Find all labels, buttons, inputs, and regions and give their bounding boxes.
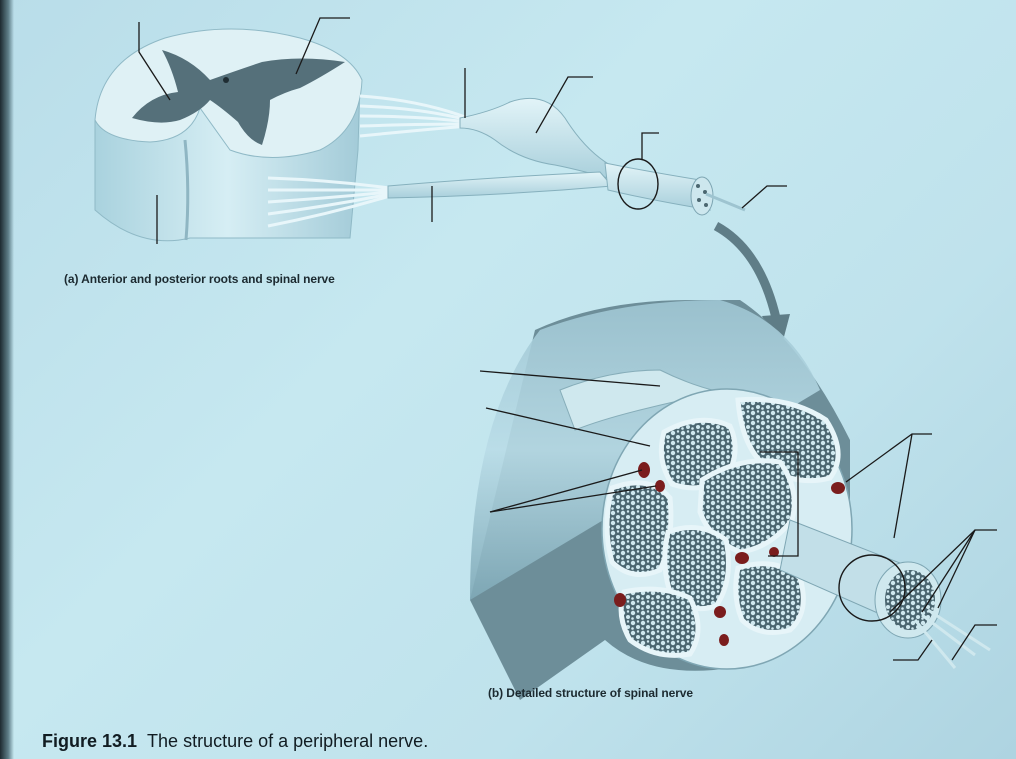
figure-title: The structure of a peripheral nerve. xyxy=(147,731,429,751)
grey-matter xyxy=(132,50,345,145)
photo-edge-shadow xyxy=(0,0,14,759)
figure-caption: Figure 13.1 The structure of a peripheral… xyxy=(42,731,428,752)
figure-label: Figure 13.1 xyxy=(42,731,138,751)
leader-lines-a xyxy=(138,17,787,244)
caption-part-b: (b) Detailed structure of spinal nerve xyxy=(488,686,693,700)
central-canal xyxy=(223,77,229,83)
anterior-rootlets xyxy=(267,176,391,228)
blood-vessels xyxy=(614,462,845,646)
posterior-root-ganglion xyxy=(459,97,616,181)
fascicles xyxy=(604,396,841,658)
highlight-circle-b xyxy=(838,554,906,622)
anterior-root xyxy=(387,171,614,199)
highlight-circle-a xyxy=(617,158,659,210)
spinal-cord-segment xyxy=(94,28,469,242)
caption-part-a: (a) Anterior and posterior roots and spi… xyxy=(64,272,335,286)
posterior-rootlets xyxy=(359,94,469,138)
nerve-fibers xyxy=(913,608,991,669)
protruding-fiber xyxy=(705,192,746,212)
nerve-cross-section xyxy=(470,300,991,700)
leader-lines-b xyxy=(479,370,997,661)
